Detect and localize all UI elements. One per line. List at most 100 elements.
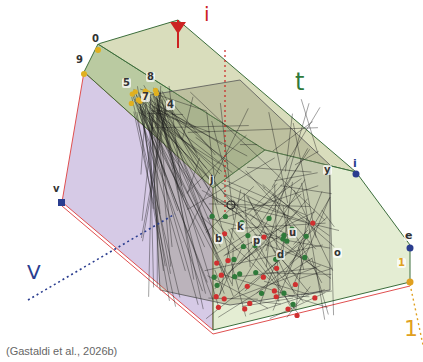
trajectory-line: [231, 268, 315, 278]
point-marker: [153, 88, 158, 93]
trajectory-line: [207, 112, 217, 203]
trajectory-line: [247, 167, 311, 172]
point-marker: [274, 266, 279, 271]
trajectory-line: [240, 216, 331, 279]
point-label: 0: [91, 34, 100, 44]
point-marker: [214, 294, 219, 299]
trajectory-line: [239, 212, 297, 265]
point-marker: [302, 255, 307, 260]
trajectory-line: [155, 97, 229, 164]
trajectory-line: [232, 228, 299, 313]
point: [58, 199, 65, 206]
trajectory-line: [250, 214, 320, 272]
trajectory-line: [263, 184, 335, 246]
point-marker: [285, 307, 290, 312]
point-marker: [304, 234, 309, 239]
trajectory-line: [206, 186, 254, 232]
trajectory-line: [201, 216, 270, 280]
trajectory-line: [240, 233, 284, 261]
point-marker: [214, 261, 219, 266]
point: [227, 201, 235, 209]
axis-label: i: [203, 4, 211, 24]
trajectory-line: [141, 101, 212, 215]
trajectory-line: [273, 195, 322, 283]
trajectory-line: [242, 298, 293, 306]
point-marker: [261, 234, 266, 239]
point-marker: [290, 302, 295, 307]
trajectory-line: [284, 194, 301, 209]
point-label: o: [333, 248, 342, 258]
base-line: [62, 202, 410, 334]
point-label: 9: [75, 55, 84, 65]
point-marker: [293, 282, 298, 287]
trajectory-line: [139, 92, 198, 304]
point-label: k: [236, 222, 245, 232]
trajectory-line: [134, 89, 152, 135]
trajectory-line: [150, 126, 248, 128]
point-label: 7: [141, 92, 150, 102]
trajectory-line: [244, 193, 250, 267]
axis-label: 1: [403, 318, 419, 340]
trajectory-line: [220, 190, 241, 295]
trajectory-line: [227, 242, 265, 273]
trajectory-line: [246, 171, 316, 250]
trajectory-line: [231, 266, 321, 300]
point-marker: [253, 270, 258, 275]
trajectory-line: [188, 128, 318, 133]
trajectory-line: [264, 281, 309, 294]
point-label: 4: [166, 100, 175, 110]
point-label: b: [214, 234, 223, 244]
trajectory-line: [187, 158, 275, 210]
point-marker: [280, 236, 285, 241]
point-label: p: [252, 236, 261, 246]
trajectory-line: [188, 158, 200, 194]
trajectory-lines: [132, 85, 339, 319]
red-axis: [224, 50, 225, 215]
axis-label: V: [26, 262, 42, 282]
trajectory-line: [158, 91, 223, 275]
axis-label: t: [294, 70, 305, 94]
figure-caption: (Gastaldi et al., 2026b): [6, 346, 117, 357]
point-marker: [247, 301, 252, 306]
trajectory-line: [188, 108, 248, 231]
point: [407, 279, 414, 286]
point-marker: [214, 283, 219, 288]
point-label: j: [209, 175, 214, 185]
point: [95, 47, 101, 53]
point-marker: [245, 284, 250, 289]
point-label: u: [288, 228, 297, 238]
point-label: 1: [397, 258, 406, 268]
point-marker: [223, 214, 228, 219]
trajectory-line: [157, 112, 171, 267]
trajectory-line: [270, 293, 326, 319]
trajectory-line: [254, 148, 307, 244]
point-marker: [310, 220, 315, 225]
trajectory-line: [196, 137, 266, 188]
trajectory-line: [182, 97, 193, 139]
trajectory-line: [134, 112, 176, 307]
point-marker: [241, 244, 246, 249]
point-marker: [130, 92, 135, 97]
trajectory-line: [215, 270, 225, 294]
trajectory-line: [294, 190, 333, 271]
trajectory-line: [157, 100, 206, 294]
point: [407, 245, 414, 252]
trajectory-line: [240, 144, 257, 145]
point: [353, 171, 360, 178]
trajectory-line: [137, 86, 165, 266]
point-marker: [281, 291, 286, 296]
trajectory-line: [266, 103, 309, 251]
trajectory-line: [223, 194, 304, 222]
point-markers: [129, 88, 318, 318]
trajectory-line: [187, 135, 247, 193]
point-marker: [231, 257, 236, 262]
trajectory-line: [225, 212, 315, 255]
trajectory-line: [302, 183, 325, 320]
trajectory-line: [190, 92, 325, 220]
trajectory-line: [220, 103, 233, 220]
building-volume: [62, 20, 410, 334]
trajectory-line: [205, 245, 323, 271]
point-marker: [237, 271, 242, 276]
point-label: i: [352, 158, 358, 169]
point: [81, 71, 87, 77]
